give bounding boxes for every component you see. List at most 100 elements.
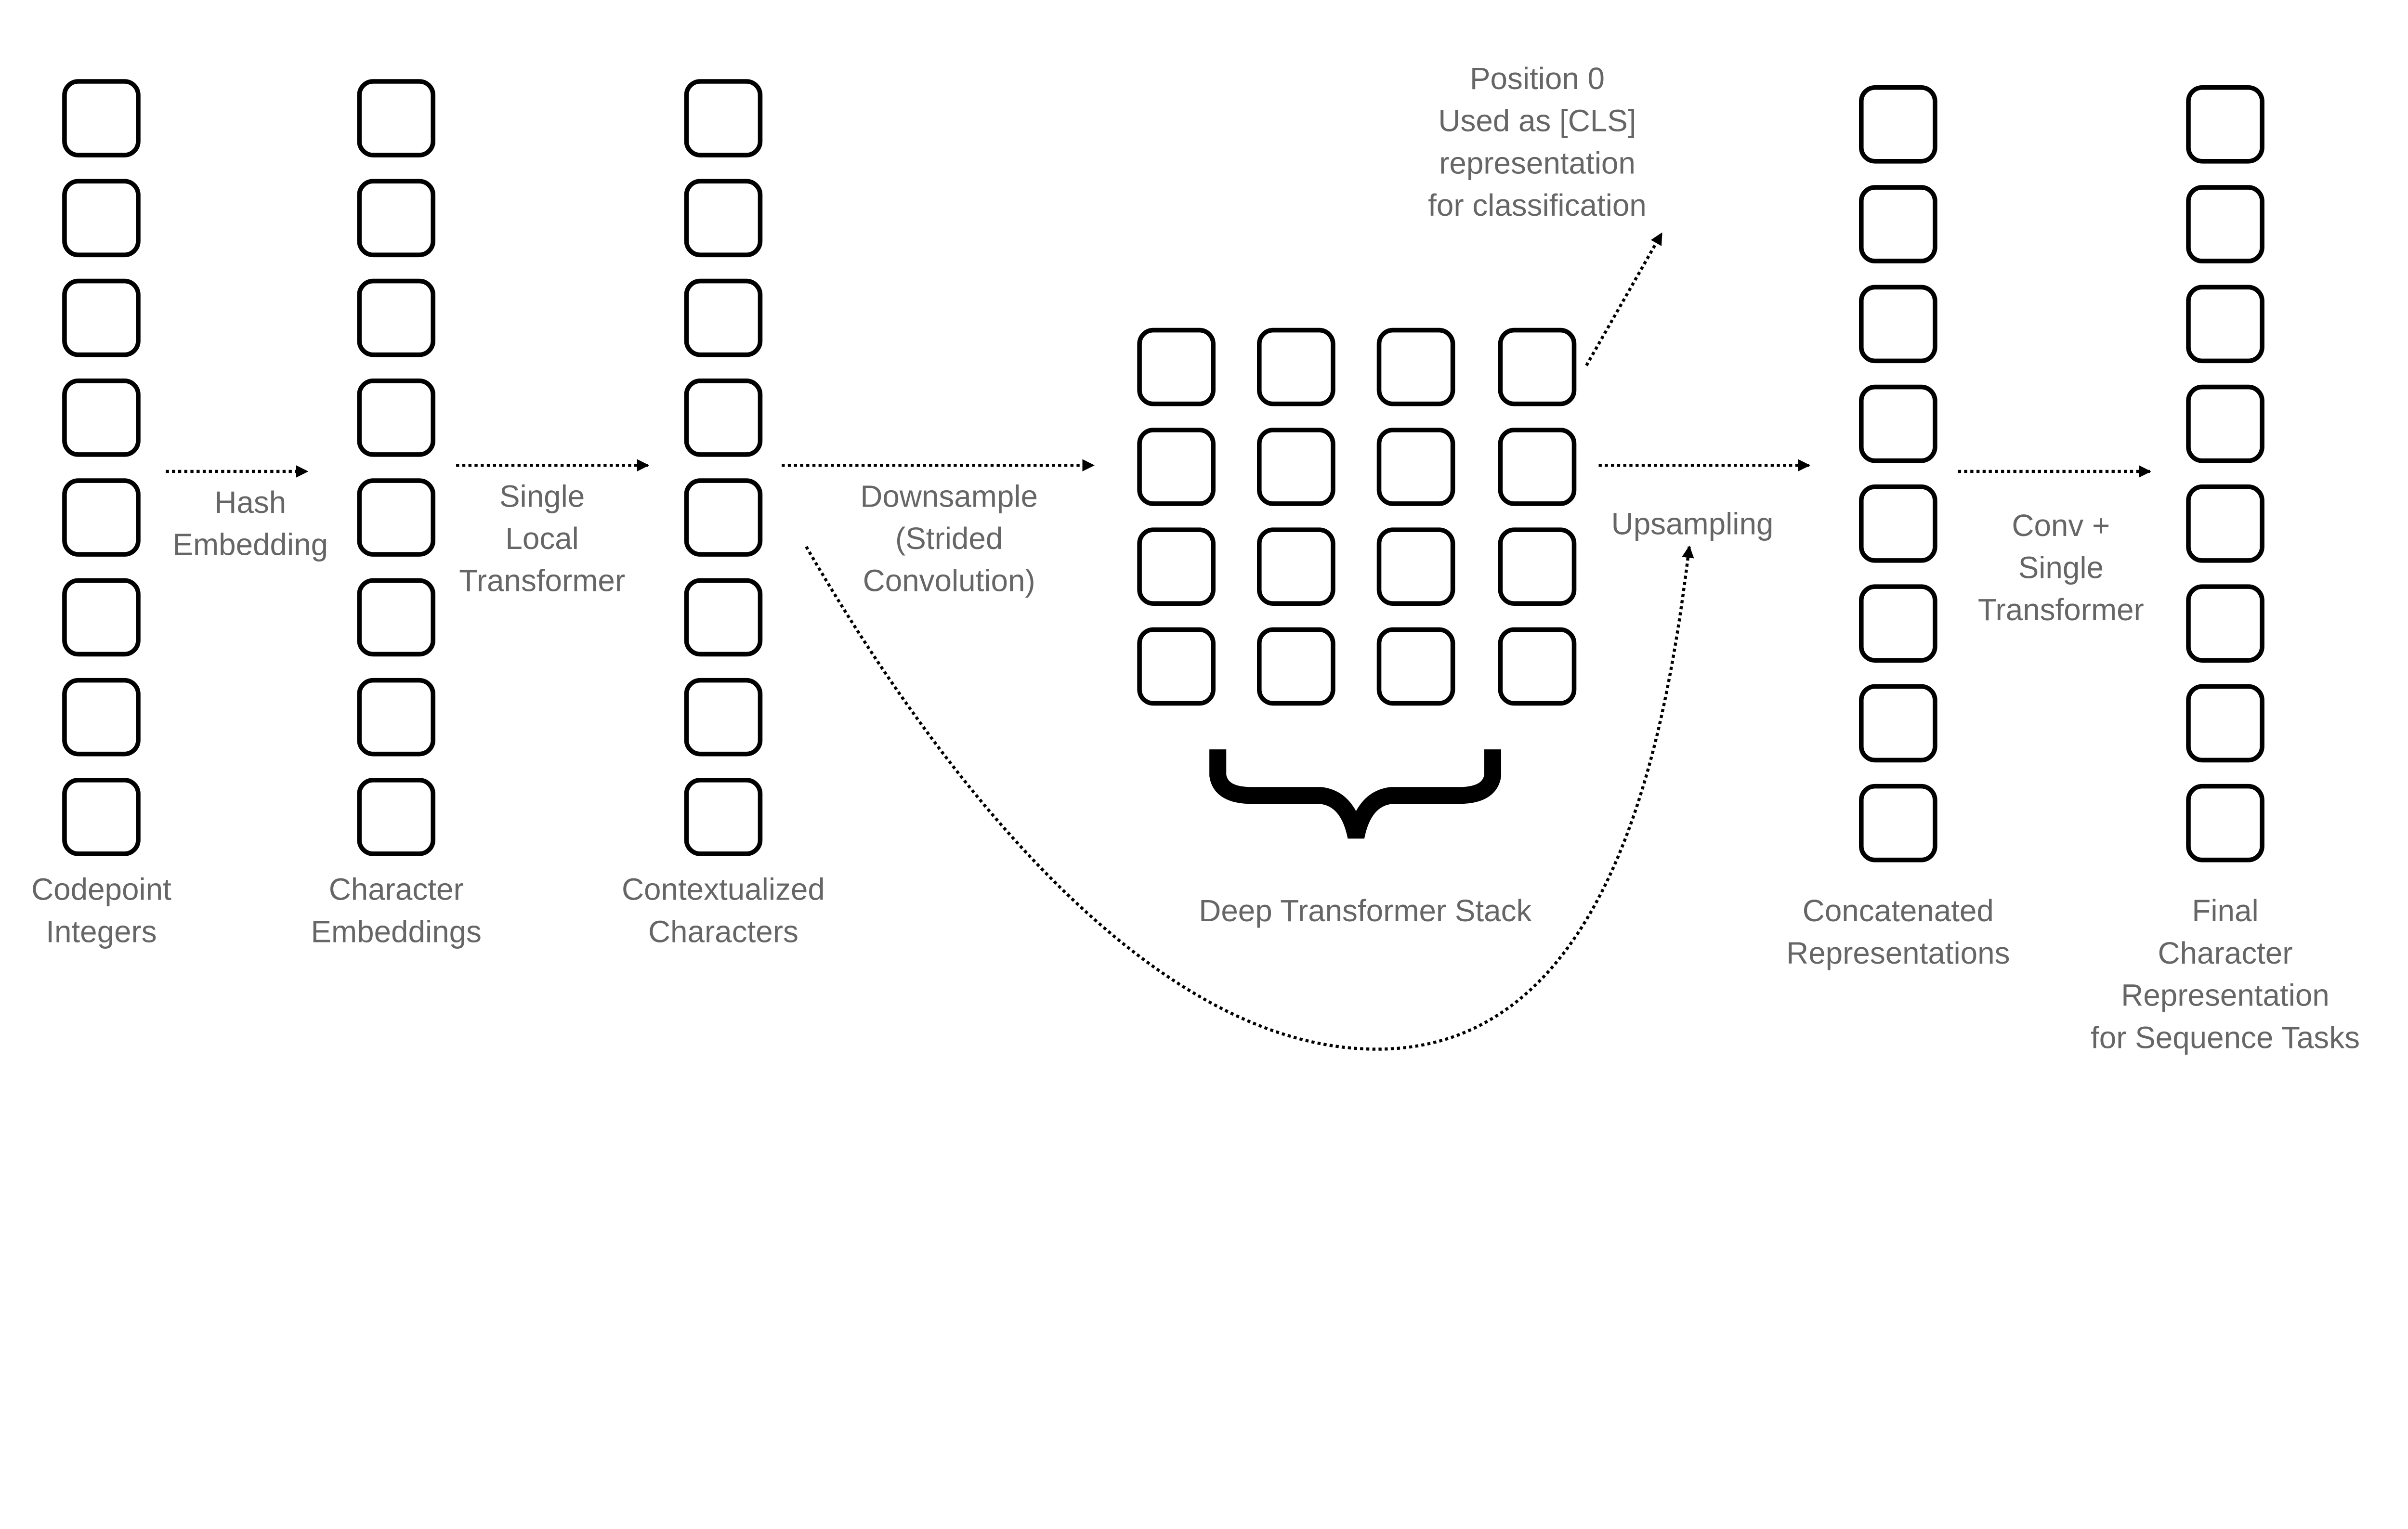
embedding-box <box>2186 285 2264 364</box>
transformer-stack-box <box>1498 527 1577 606</box>
embedding-boxes <box>62 79 2264 863</box>
label-line: Transformer <box>1978 592 2144 627</box>
embedding-box <box>62 79 141 157</box>
embedding-box <box>62 478 141 557</box>
label-line: Contextualized <box>622 872 825 907</box>
embedding-box <box>62 179 141 258</box>
transformer-stack-box <box>1137 627 1216 706</box>
embedding-box <box>684 778 763 856</box>
label-line: Representation <box>2121 978 2329 1013</box>
label-line: Single <box>499 479 585 513</box>
label-upsampling: Upsampling <box>1611 507 1774 541</box>
embedding-box <box>357 778 436 856</box>
label-line: Concatenated <box>1803 893 1994 928</box>
residual-curve-arrow <box>805 545 1694 1051</box>
embedding-box <box>1859 285 1937 364</box>
transformer-stack-box <box>1498 327 1577 406</box>
transformer-stack-box <box>1376 327 1455 406</box>
arrow-cls <box>1585 232 1663 366</box>
label-line: Embeddings <box>311 914 481 949</box>
label-line: Transformer <box>459 563 625 598</box>
label-line: Character <box>2158 936 2293 970</box>
label-line: Downsample <box>860 479 1038 513</box>
embedding-box <box>357 578 436 657</box>
transformer-stack-box <box>1376 428 1455 506</box>
transformer-stack-box <box>1498 627 1577 706</box>
transformer-stack-box <box>1137 527 1216 606</box>
label-line: Codepoint <box>31 872 171 907</box>
transformer-stack-box <box>1137 428 1216 506</box>
curly-brace <box>1209 749 1502 839</box>
label-line: Characters <box>648 914 798 949</box>
label-line: Representations <box>1786 936 2010 970</box>
embedding-box <box>1859 185 1937 263</box>
transformer-stack-box <box>1498 428 1577 506</box>
embedding-box <box>357 678 436 757</box>
label-line: Embedding <box>172 527 328 562</box>
transformer-stack-box <box>1137 327 1216 406</box>
label-line: for Sequence Tasks <box>2091 1020 2360 1055</box>
label-line: (Strided <box>895 521 1003 556</box>
embedding-box <box>684 278 763 357</box>
embedding-box <box>2186 185 2264 263</box>
embedding-box <box>1859 684 1937 763</box>
label-line: Single <box>2018 550 2104 585</box>
embedding-box <box>2186 784 2264 863</box>
embedding-box <box>62 778 141 856</box>
transformer-stack-box <box>1257 428 1335 506</box>
label-line: representation <box>1439 145 1636 180</box>
embedding-box <box>62 379 141 457</box>
transformer-stack-box <box>1257 327 1335 406</box>
embedding-box <box>2186 384 2264 463</box>
embedding-box <box>357 478 436 557</box>
label-line: Character <box>329 872 464 907</box>
embedding-box <box>1859 784 1937 863</box>
embedding-box <box>684 578 763 657</box>
label-line: Used as [CLS] <box>1438 104 1636 138</box>
embedding-box <box>684 379 763 457</box>
label-line: Conv + <box>2012 508 2110 543</box>
label-line: Upsampling <box>1611 507 1774 541</box>
transformer-stack-box <box>1257 627 1335 706</box>
embedding-box <box>1859 384 1937 463</box>
label-line: Integers <box>46 914 157 949</box>
embedding-box <box>684 678 763 757</box>
transformer-stack-box <box>1257 527 1335 606</box>
label-deep: Deep Transformer Stack <box>1199 893 1531 928</box>
embedding-box <box>684 79 763 157</box>
label-line: Local <box>505 521 578 556</box>
embedding-box <box>62 678 141 757</box>
embedding-box <box>2186 85 2264 164</box>
transformer-stack-box <box>1376 527 1455 606</box>
embedding-box <box>2186 684 2264 763</box>
embedding-box <box>357 79 436 157</box>
embedding-box <box>1859 584 1937 663</box>
label-line: Convolution) <box>863 563 1035 598</box>
label-line: for classification <box>1428 188 1647 222</box>
embedding-box <box>62 278 141 357</box>
embedding-box <box>357 278 436 357</box>
embedding-box <box>2186 584 2264 663</box>
label-line: Deep Transformer Stack <box>1199 893 1531 928</box>
embedding-box <box>684 179 763 258</box>
transformer-stack-box <box>1376 627 1455 706</box>
label-line: Final <box>2192 893 2258 928</box>
label-cls: Position 0 Used as [CLS] representation for… <box>1428 61 1647 222</box>
embedding-box <box>357 379 436 457</box>
label-line: Position 0 <box>1470 61 1605 96</box>
label-line: Hash <box>214 485 286 520</box>
embedding-box <box>1859 484 1937 563</box>
embedding-box <box>2186 484 2264 563</box>
embedding-box <box>1859 85 1937 164</box>
embedding-box <box>684 478 763 557</box>
